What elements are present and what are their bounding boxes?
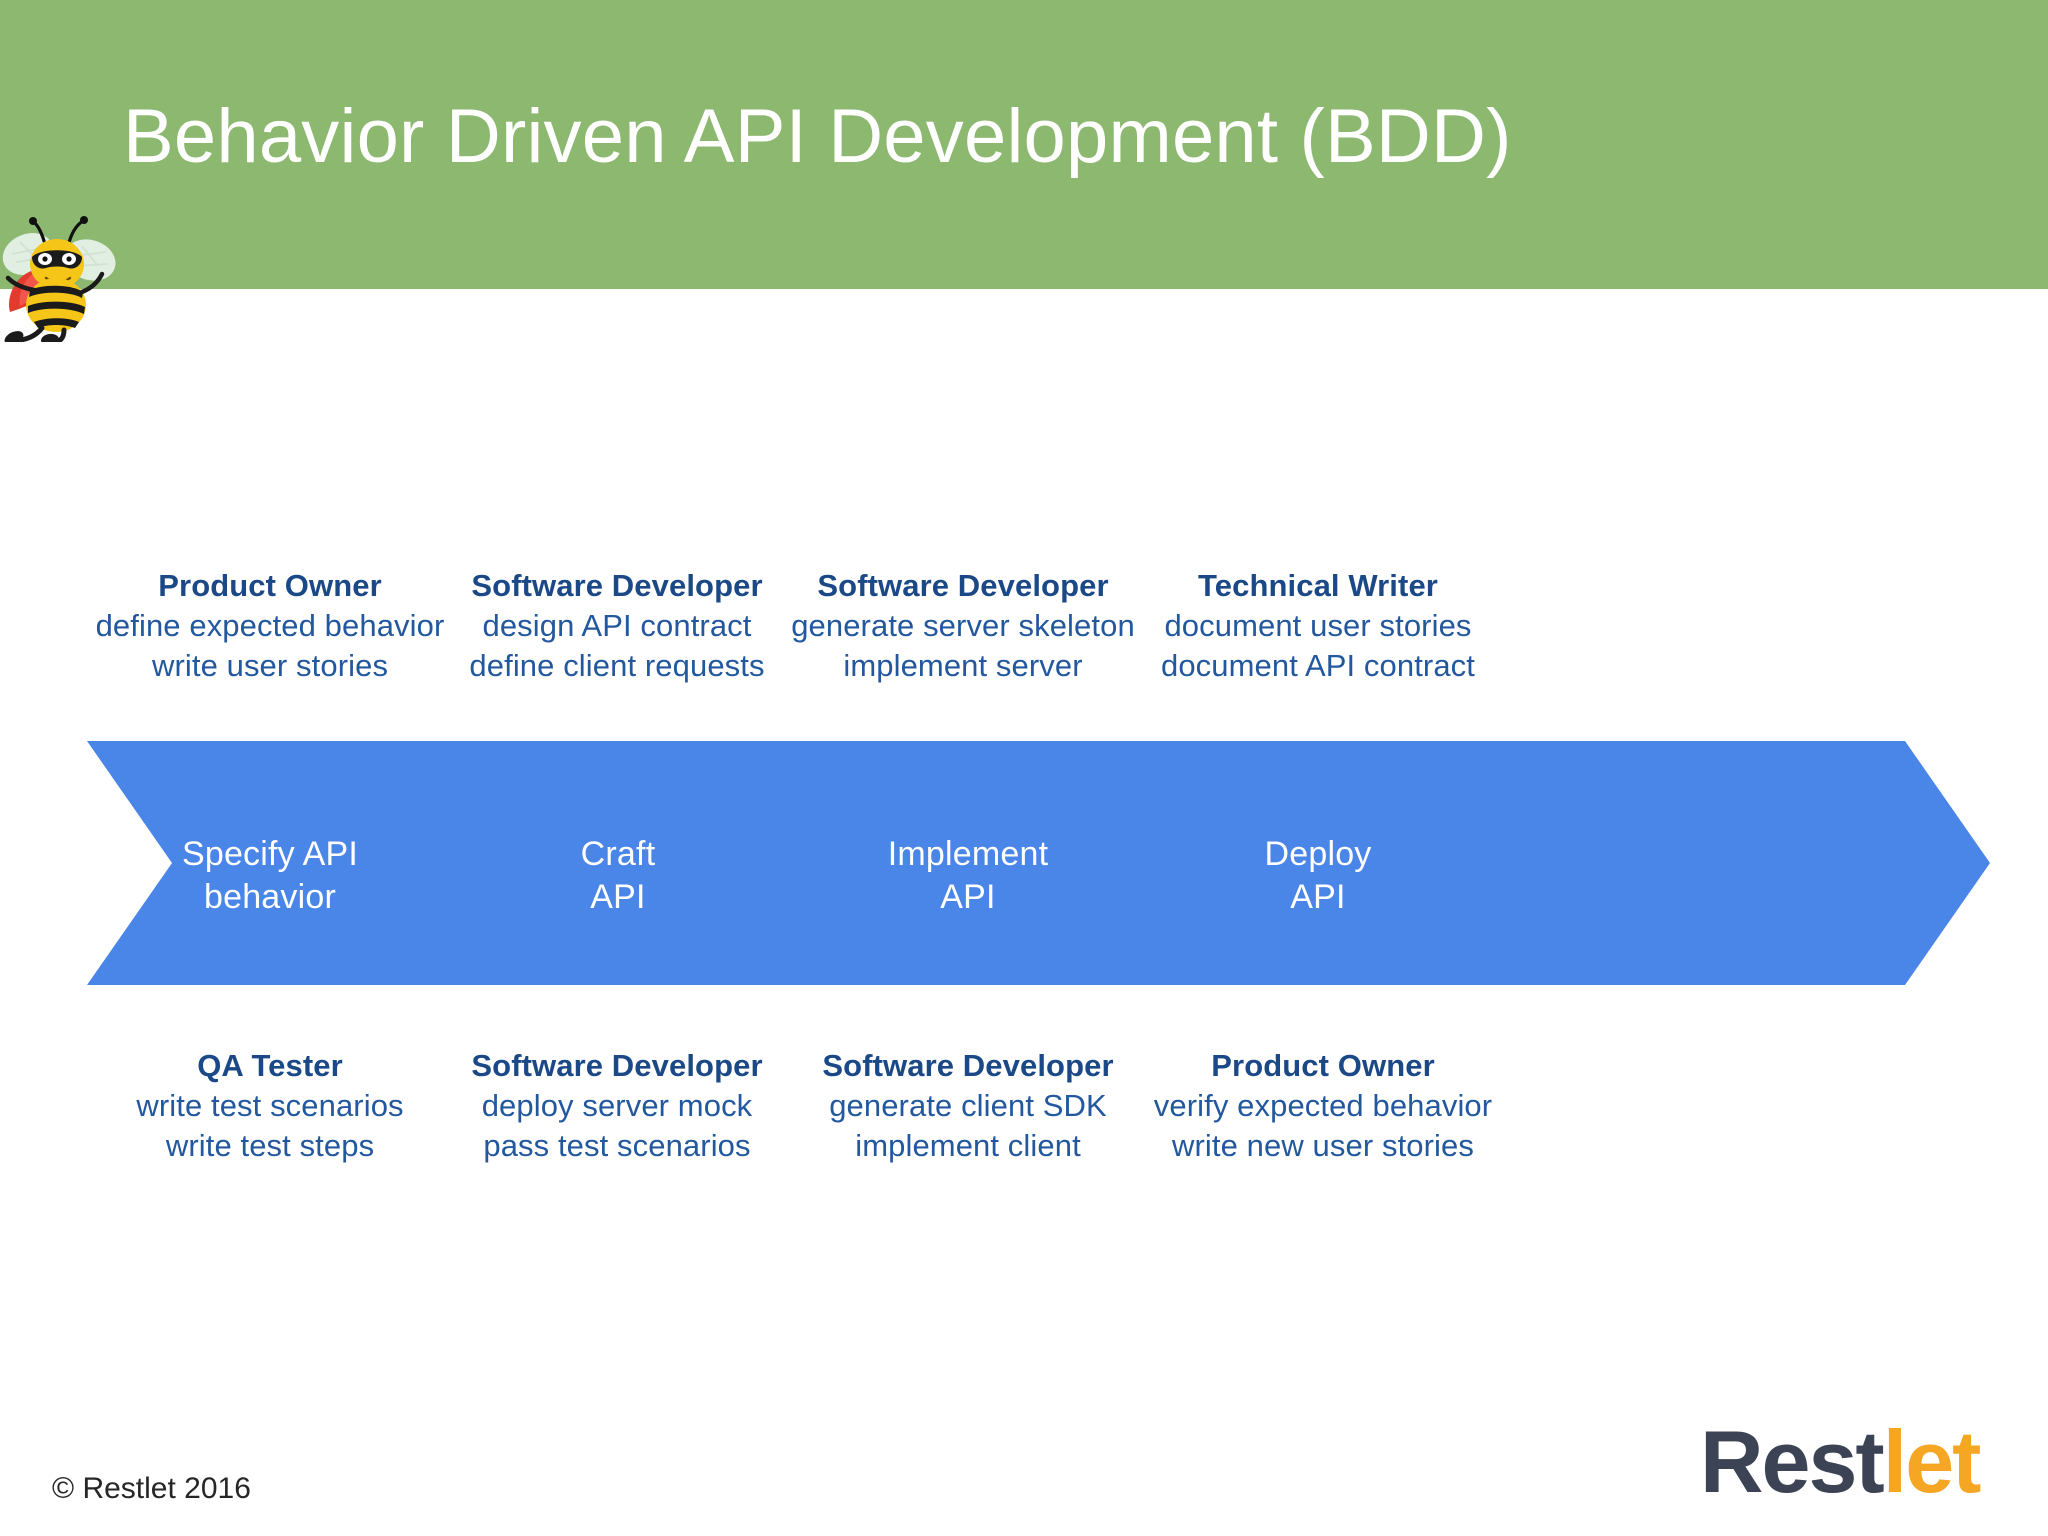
role-block-below-1: QA Tester write test scenarios write tes…: [60, 1046, 480, 1166]
role-block-above-4: Technical Writer document user stories d…: [1108, 566, 1528, 686]
role-task-above-1a: define expected behavior: [95, 607, 445, 643]
chevron-arrow-4: [1137, 741, 1990, 985]
role-block-above-1: Product Owner define expected behavior w…: [60, 566, 480, 686]
chevron-label-1-line1: Specify API: [181, 835, 359, 873]
role-task-above-3a: generate server skeleton: [791, 607, 1135, 643]
chevron-label-1-line2: behavior: [203, 877, 337, 916]
role-task-below-2b: pass test scenarios: [483, 1127, 751, 1163]
header-band: [0, 0, 2048, 289]
role-task-below-4b: write new user stories: [1172, 1127, 1474, 1163]
chevron-label-4-line1: Deploy: [1264, 835, 1372, 873]
role-block-above-3: Software Developer generate server skele…: [753, 566, 1173, 686]
role-title-above-4: Technical Writer: [1198, 568, 1438, 603]
role-task-below-4a: verify expected behavior: [1153, 1087, 1493, 1123]
chevron-label-1: Specify API behavior: [100, 833, 440, 919]
role-title-below-2: Software Developer: [471, 1048, 763, 1083]
restlet-logo-rest: Rest: [1700, 1412, 1885, 1511]
role-task-above-4a: document user stories: [1164, 607, 1472, 643]
role-task-below-1b: write test steps: [165, 1127, 375, 1163]
role-block-above-2: Software Developer design API contract d…: [407, 566, 827, 686]
chevron-label-3-line2: API: [940, 877, 996, 916]
role-title-above-3: Software Developer: [817, 568, 1109, 603]
restlet-logo: Restlet: [1700, 1418, 1981, 1506]
copyright-text: © Restlet 2016: [52, 1472, 251, 1505]
chevron-label-2-line2: API: [590, 877, 646, 916]
role-title-below-1: QA Tester: [197, 1048, 343, 1083]
role-title-below-3: Software Developer: [822, 1048, 1114, 1083]
role-task-above-1b: write user stories: [151, 647, 389, 683]
role-task-below-3b: implement client: [855, 1127, 1081, 1163]
role-task-above-2b: define client requests: [469, 647, 765, 683]
role-task-above-3b: implement server: [843, 647, 1083, 683]
role-task-below-2a: deploy server mock: [481, 1087, 753, 1123]
chevron-label-2-line1: Craft: [580, 835, 656, 873]
page-title: Behavior Driven API Development (BDD): [123, 94, 1512, 179]
role-task-above-4b: document API contract: [1161, 647, 1475, 683]
role-title-above-1: Product Owner: [158, 568, 382, 603]
role-task-below-1a: write test scenarios: [136, 1087, 404, 1123]
role-title-above-2: Software Developer: [471, 568, 763, 603]
chevron-label-3-line1: Implement: [887, 835, 1049, 873]
chevron-arrow-group: [87, 741, 1990, 985]
role-task-above-2a: design API contract: [482, 607, 752, 643]
role-title-below-4: Product Owner: [1211, 1048, 1435, 1083]
chevron-label-4: Deploy API: [1148, 833, 1488, 919]
chevron-label-3: Implement API: [798, 833, 1138, 919]
restlet-logo-let: let: [1882, 1412, 1982, 1511]
role-block-below-2: Software Developer deploy server mock pa…: [407, 1046, 827, 1166]
role-block-below-4: Product Owner verify expected behavior w…: [1113, 1046, 1533, 1166]
chevron-label-2: Craft API: [448, 833, 788, 919]
chevron-label-4-line2: API: [1290, 877, 1346, 916]
role-block-below-3: Software Developer generate client SDK i…: [758, 1046, 1178, 1166]
role-task-below-3a: generate client SDK: [829, 1087, 1107, 1123]
